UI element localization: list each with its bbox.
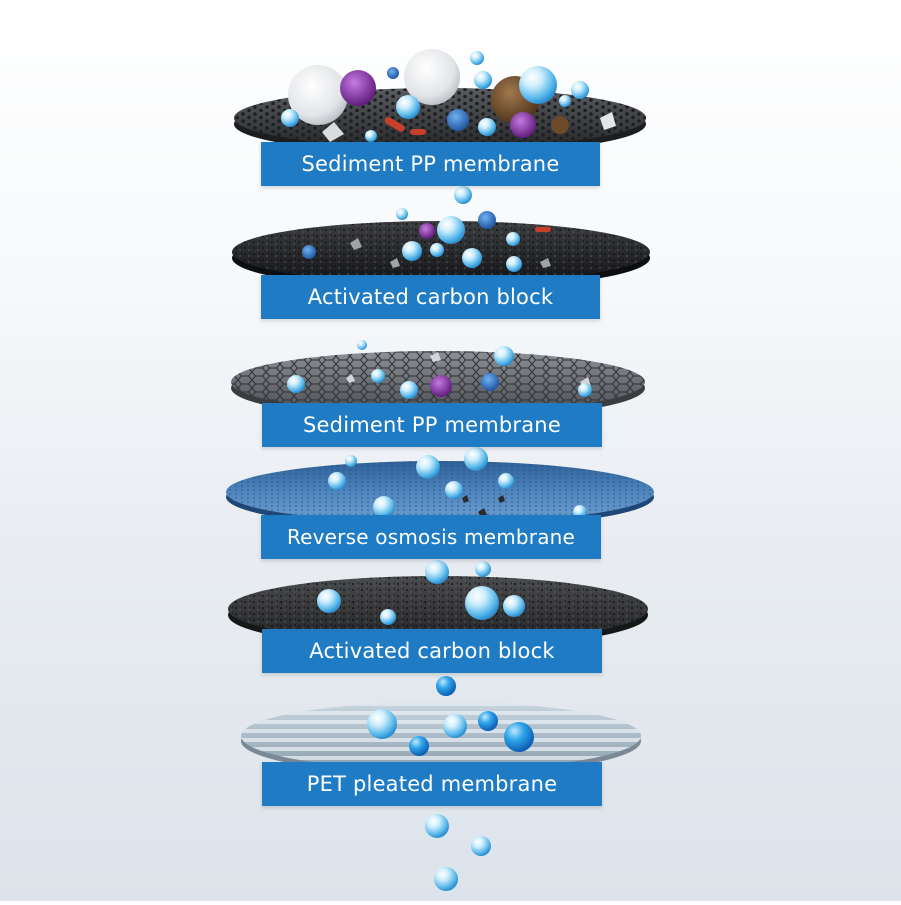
layer-label-sediment-pp-2: Sediment PP membrane (262, 403, 602, 447)
contaminants-layer-4 (462, 495, 505, 517)
water-droplet (494, 346, 514, 366)
water-droplet (373, 496, 395, 518)
water-droplet (578, 383, 592, 397)
sediment-particle (404, 49, 460, 105)
debris (346, 374, 355, 383)
water-droplet (367, 709, 397, 739)
water-droplet (471, 836, 491, 856)
bacteria-rod (384, 117, 405, 132)
water-droplet (416, 455, 440, 479)
water-droplets (281, 51, 592, 891)
water-droplet (425, 560, 449, 584)
water-droplet (402, 241, 422, 261)
virus-blue (302, 245, 316, 259)
water-droplet (443, 714, 467, 738)
water-droplet (425, 814, 449, 838)
water-droplet (506, 232, 520, 246)
contaminants-layer-2 (302, 211, 551, 268)
water-droplet (396, 95, 420, 119)
sediment-particle (551, 116, 569, 134)
debris (350, 238, 362, 250)
water-droplet (478, 711, 498, 731)
water-droplet (506, 256, 522, 272)
water-droplet (396, 208, 408, 220)
debris (390, 258, 400, 268)
virus-blue (478, 211, 496, 229)
virus-purple (510, 112, 536, 138)
water-droplet (519, 66, 557, 104)
water-droplet (478, 118, 496, 136)
layer-label-sediment-pp-1: Sediment PP membrane (261, 142, 600, 186)
debris (462, 495, 469, 503)
water-droplet (559, 95, 571, 107)
water-droplet (464, 447, 488, 471)
contaminants-layer-1 (288, 49, 616, 142)
water-droplet (470, 51, 484, 65)
virus-purple (340, 70, 376, 106)
water-droplet (345, 455, 357, 467)
water-droplet (365, 130, 377, 142)
water-droplet (317, 589, 341, 613)
layer-label-carbon-block-1: Activated carbon block (261, 275, 600, 319)
water-droplet (434, 867, 458, 891)
water-droplet (281, 109, 299, 127)
water-droplet (474, 71, 492, 89)
layer-disc-pet-pleated (241, 702, 641, 775)
water-droplet (357, 340, 367, 350)
virus-blue (481, 373, 499, 391)
water-droplet (498, 473, 514, 489)
debris (540, 258, 551, 268)
water-droplet (328, 472, 346, 490)
layer-label-reverse-osmosis: Reverse osmosis membrane (261, 515, 601, 559)
debris (322, 122, 344, 142)
water-droplet (475, 561, 491, 577)
water-droplet (436, 676, 456, 696)
debris (498, 495, 505, 503)
debris (478, 508, 487, 517)
water-droplet (430, 243, 444, 257)
virus-purple (430, 375, 452, 397)
water-droplet (437, 216, 465, 244)
water-droplet (409, 736, 429, 756)
virus-blue (447, 109, 469, 131)
water-droplet (287, 375, 305, 393)
bacteria-rod (535, 227, 551, 232)
water-droplet (462, 248, 482, 268)
water-droplet (380, 609, 396, 625)
water-droplet (454, 186, 472, 204)
water-droplet (445, 481, 463, 499)
water-droplet (571, 81, 589, 99)
layer-label-pet-pleated: PET pleated membrane (262, 762, 602, 806)
virus-purple (419, 223, 435, 239)
water-droplet (503, 595, 525, 617)
bacteria-rod (410, 129, 426, 135)
virus-blue (387, 67, 399, 79)
water-droplet (465, 586, 499, 620)
debris (600, 112, 616, 130)
water-droplet (400, 381, 418, 399)
layer-label-carbon-block-2: Activated carbon block (262, 629, 602, 673)
sediment-particle (288, 65, 348, 125)
water-droplet (371, 369, 385, 383)
debris (430, 352, 441, 362)
water-droplet (504, 722, 534, 752)
